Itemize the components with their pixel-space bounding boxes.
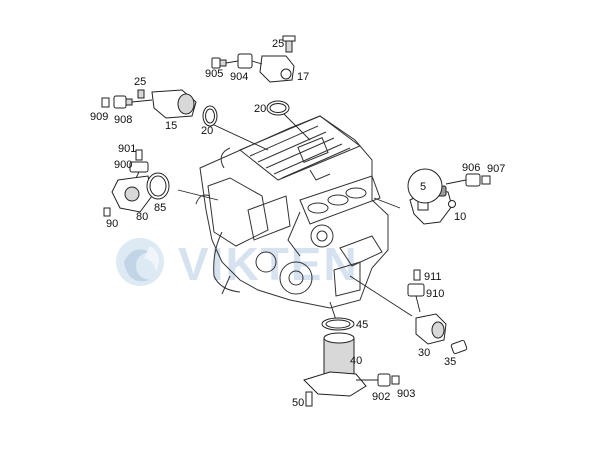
swirl-logo-icon [116,238,164,286]
label-20-top: 20 [254,103,266,115]
camshaft-sensor-group [211,35,296,116]
label-907: 907 [487,163,505,175]
position-sensor-group [407,168,491,225]
label-35: 35 [444,356,456,368]
label-900: 900 [114,159,132,171]
label-911: 911 [424,271,442,283]
crankshaft-sensor-group [103,149,170,217]
label-90: 90 [106,218,118,230]
label-5: 5 [420,181,426,193]
watermark: VIKTEN [116,238,359,290]
label-15: 15 [165,120,177,132]
label-901: 901 [118,143,136,155]
highlight-circle [407,168,443,204]
label-909: 909 [90,111,108,123]
label-80: 80 [136,211,148,223]
label-45: 45 [356,319,368,331]
label-902: 902 [372,391,390,403]
engine-block [195,115,389,309]
label-85: 85 [154,202,166,214]
part-labels: 25 905 904 17 20 25 909 908 15 20 901 90… [90,38,505,409]
leader-lines [177,111,413,321]
label-25-left: 25 [134,76,146,88]
label-905: 905 [205,68,223,80]
camshaft-adjuster-group [407,269,468,355]
label-906: 906 [462,162,480,174]
label-40: 40 [350,355,362,367]
label-25-top: 25 [272,38,284,50]
label-10: 10 [454,211,466,223]
oil-pump-group [303,317,400,407]
label-908: 908 [114,114,132,126]
label-17: 17 [297,71,309,83]
label-903: 903 [397,388,415,400]
label-910: 910 [426,288,444,300]
watermark-text: VIKTEN [178,238,359,290]
intake-sensor-group [101,89,218,127]
label-50: 50 [292,397,304,409]
label-30: 30 [418,347,430,359]
label-20-left: 20 [201,125,213,137]
label-904: 904 [230,71,248,83]
